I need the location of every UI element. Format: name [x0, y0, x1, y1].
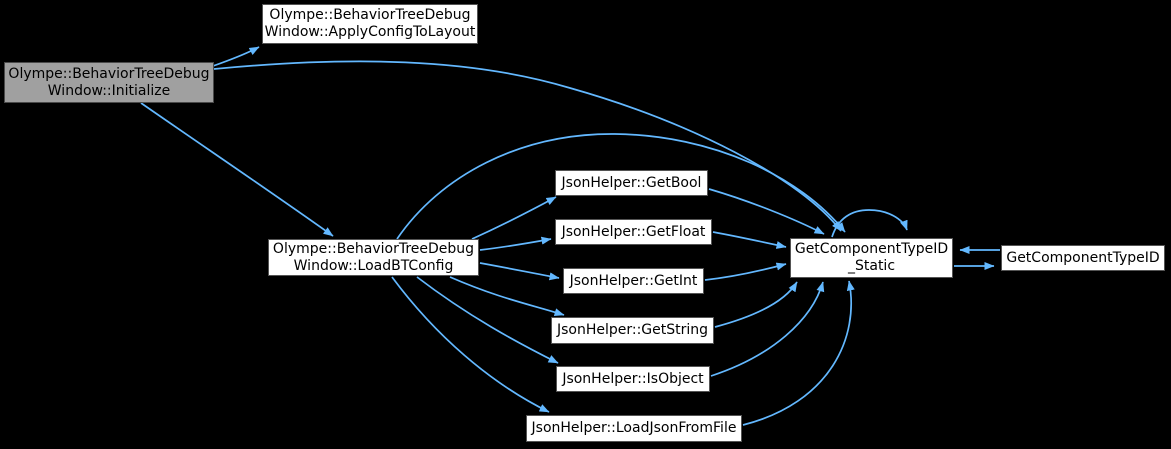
- node-get-component-type-id-static[interactable]: GetComponentTypeID_Static: [790, 238, 953, 278]
- node-label: _Static: [847, 258, 896, 274]
- node-label: JsonHelper::GetString: [556, 322, 709, 338]
- node-load-json-from-file[interactable]: JsonHelper::LoadJsonFromFile: [526, 415, 742, 442]
- edge-load-bt-config-to-get-int: [479, 262, 560, 281]
- edge-initialize-to-apply-config-to-layout: [212, 46, 260, 67]
- node-label: JsonHelper::IsObject: [562, 370, 704, 387]
- node-label: Window::LoadBTConfig: [293, 257, 454, 274]
- edge-is-object-to-get-component-type-id-static: [710, 281, 825, 377]
- edge-get-string-to-get-component-type-id-static: [714, 281, 798, 328]
- edge-get-bool-to-get-component-type-id-static: [708, 188, 825, 235]
- node-label: GetComponentTypeID: [794, 241, 949, 257]
- node-label: Olympe::BehaviorTreeDebug: [269, 7, 471, 23]
- edge-load-json-from-file-to-get-component-type-id-static: [742, 280, 855, 426]
- edge-load-bt-config-to-load-json-from-file: [391, 276, 550, 413]
- node-label: JsonHelper::GetInt: [569, 272, 698, 289]
- node-label: JsonHelper::GetBool: [561, 174, 702, 191]
- node-get-float[interactable]: JsonHelper::GetFloat: [555, 219, 712, 245]
- node-label: Window::ApplyConfigToLayout: [264, 24, 476, 40]
- edge-load-bt-config-to-get-bool: [471, 196, 557, 240]
- edge-initialize-to-load-bt-config: [140, 102, 334, 237]
- edge-load-bt-config-to-get-component-type-id-static: [396, 133, 846, 240]
- node-get-int[interactable]: JsonHelper::GetInt: [563, 268, 704, 294]
- edge-get-float-to-get-component-type-id-static: [712, 231, 787, 249]
- node-label: JsonHelper::GetFloat: [561, 223, 706, 240]
- node-label: Window::Initialize: [47, 82, 171, 99]
- node-label: GetComponentTypeID: [1006, 249, 1160, 266]
- node-label: JsonHelper::LoadJsonFromFile: [531, 420, 737, 436]
- edge-load-bt-config-to-get-float: [479, 236, 552, 251]
- node-label: Olympe::BehaviorTreeDebug: [272, 240, 475, 257]
- node-get-string[interactable]: JsonHelper::GetString: [551, 317, 714, 344]
- edge-get-int-to-get-component-type-id-static: [704, 262, 787, 281]
- node-get-component-type-id[interactable]: GetComponentTypeID: [1001, 245, 1165, 271]
- edge-load-bt-config-to-get-string: [449, 276, 565, 316]
- edge-load-bt-config-to-is-object: [416, 276, 559, 364]
- node-get-bool[interactable]: JsonHelper::GetBool: [555, 170, 708, 196]
- edge-get-component-type-id-static-to-get-component-type-id-static: [831, 209, 908, 238]
- node-is-object[interactable]: JsonHelper::IsObject: [556, 366, 710, 392]
- node-label: Olympe::BehaviorTreeDebug: [8, 65, 210, 82]
